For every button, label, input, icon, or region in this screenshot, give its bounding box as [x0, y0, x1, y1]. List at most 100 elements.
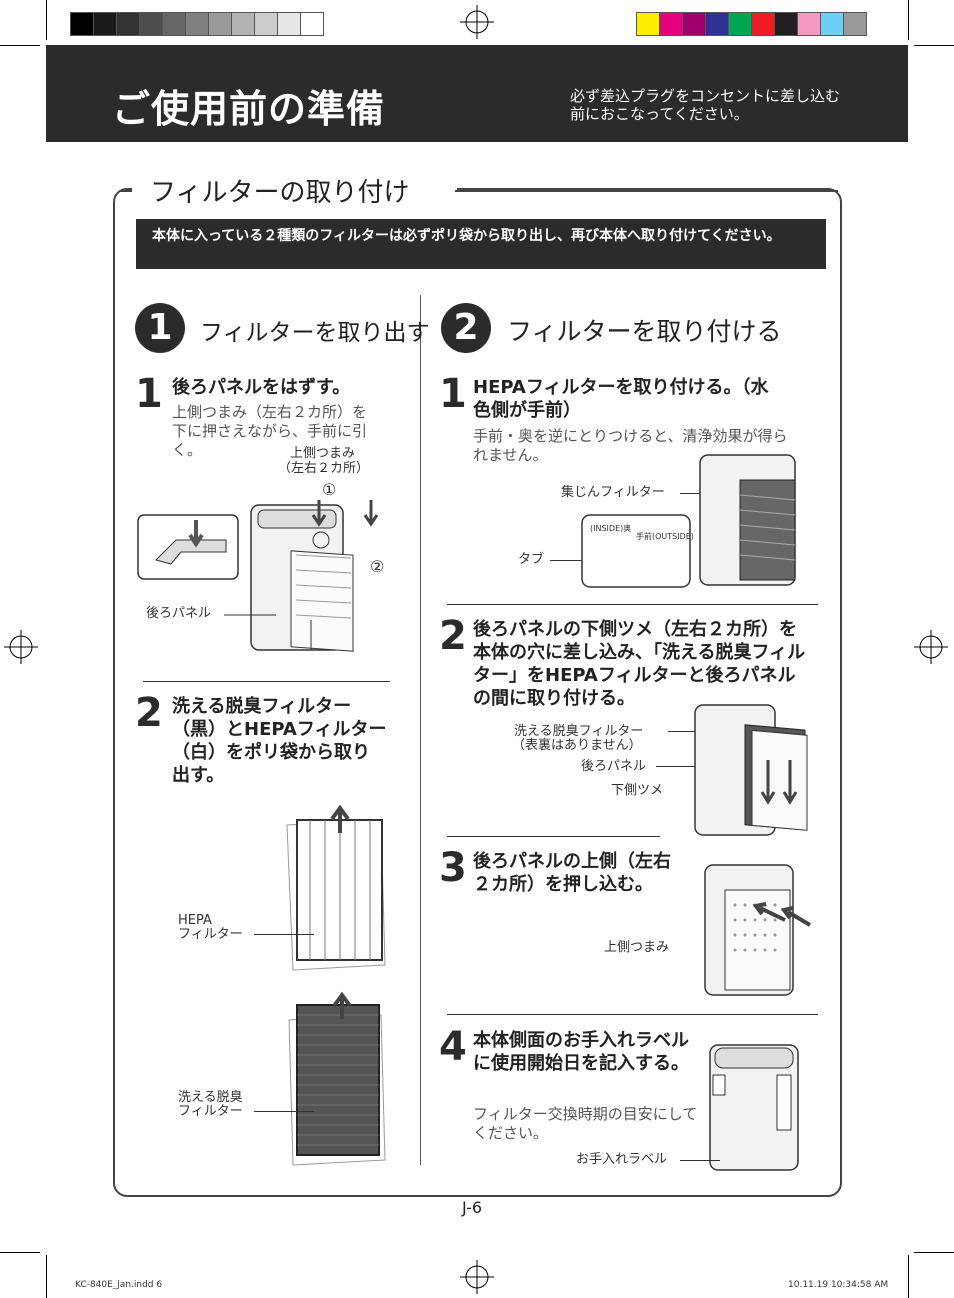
color-swatch [636, 12, 660, 36]
care-label-leader [680, 1160, 720, 1161]
deo-label-2: フィルター [178, 1104, 243, 1119]
tab-label: タブ [518, 552, 545, 567]
right-step-1-number: 1 [439, 371, 467, 417]
deo-label-1: 洗える脱臭 [178, 1090, 243, 1105]
color-swatch [254, 12, 278, 36]
deo-filter-label: 洗える脱臭フィルター [514, 724, 644, 739]
outside-label: 手前(OUTSIDE) [636, 532, 694, 541]
right-heading: フィルターを取り付ける [507, 317, 782, 346]
color-swatch [93, 12, 117, 36]
section-title-rule [120, 190, 132, 192]
hepa-filter-illustration [286, 804, 386, 971]
section-title-backdrop [132, 170, 457, 210]
color-swatch [208, 12, 232, 36]
color-swatch [185, 12, 209, 36]
rear-panel-label-2: 後ろパネル [581, 759, 647, 774]
color-swatch [705, 12, 729, 36]
step-badge-1: 1 [135, 303, 185, 353]
deo-filter-sublabel: （表裏はありません） [512, 738, 642, 753]
color-swatch [820, 12, 844, 36]
color-swatch [774, 12, 798, 36]
color-swatch [231, 12, 255, 36]
color-swatch [139, 12, 163, 36]
tab-leader [550, 560, 610, 561]
color-swatch [300, 12, 324, 36]
crop-mark [46, 0, 47, 40]
right-step-divider-1 [447, 604, 818, 605]
push-panel-illustration [704, 864, 812, 996]
color-swatch [728, 12, 752, 36]
notice-banner [136, 219, 826, 269]
color-swatch [797, 12, 821, 36]
top-tab-label: 上側つまみ [290, 446, 356, 461]
lower-claw-label: 下側ツメ [611, 783, 664, 798]
registration-mark [460, 5, 494, 39]
step-badge-2: 2 [441, 303, 491, 353]
hepa-leader [254, 934, 314, 935]
left-step-divider [143, 681, 390, 682]
right-step-1-text: 手前・奥を逆にとりつけると、清浄効果が得られません。 [473, 427, 788, 464]
hepa-label-2: フィルター [178, 927, 243, 942]
crop-mark [908, 1255, 909, 1298]
notice-banner-text: 本体に入っている２種類のフィルターは必ずポリ袋から取り出し、再び本体へ取り付けて… [152, 228, 781, 244]
right-step-3-number: 3 [439, 845, 467, 891]
color-swatch [682, 12, 706, 36]
crop-mark [0, 1252, 40, 1253]
left-step-2-title: 洗える脱臭フィルター（黒）とHEPAフィルター（白）をポリ袋から取り出す。 [172, 696, 387, 786]
registration-mark [914, 630, 948, 664]
color-swatch [751, 12, 775, 36]
deo-leader [254, 1111, 314, 1112]
care-label: お手入れラベル [576, 1152, 668, 1167]
footer-timestamp: 10.11.19 10:34:58 AM [788, 1280, 889, 1290]
right-step-3-title: 後ろパネルの上側（左右２カ所）を押し込む。 [473, 851, 671, 895]
top-tab-sublabel: （左右２カ所） [278, 461, 370, 476]
deodorizing-filter-illustration [288, 991, 386, 1166]
registration-mark [4, 630, 38, 664]
right-step-2-title: 後ろパネルの下側ツメ（左右２カ所）を本体の穴に差し込み、「洗える脱臭フィルター」… [473, 619, 806, 709]
left-step-1-title: 後ろパネルをはずす。 [172, 377, 351, 398]
section-title-rule [455, 190, 838, 192]
section-frame [113, 188, 842, 1197]
left-step-1-text: 上側つまみ（左右２カ所）を下に押さえながら、手前に引く。 [172, 403, 368, 459]
crop-mark [914, 45, 954, 46]
care-label-illustration [709, 1044, 799, 1171]
color-swatch [70, 12, 94, 36]
hepa-install-illustration [581, 454, 796, 588]
left-heading: フィルターを取り出す [200, 320, 430, 346]
page-title: ご使用前の準備 [112, 87, 386, 131]
page-number: J-6 [462, 1198, 483, 1217]
crop-mark [914, 1252, 954, 1253]
right-step-4-title: 本体側面のお手入れラベルに使用開始日を記入する。 [473, 1030, 689, 1074]
crop-mark [46, 1255, 47, 1298]
left-step-2-number: 2 [135, 690, 163, 736]
right-step-2-number: 2 [439, 613, 467, 659]
page-header [46, 45, 908, 142]
right-step-1-title: HEPAフィルターを取り付ける。（水色側が手前） [473, 377, 769, 421]
right-step-4-number: 4 [439, 1024, 467, 1070]
color-swatch [277, 12, 301, 36]
rear-panel-removal-illustration [137, 500, 379, 652]
marker-2: ② [370, 557, 385, 576]
color-swatch [659, 12, 683, 36]
column-divider [420, 295, 421, 1165]
rear-panel-label: 後ろパネル [146, 606, 212, 621]
section-title: フィルターの取り付け [150, 178, 410, 208]
color-swatch [162, 12, 186, 36]
footer-file: KC-840E_jan.indd 6 [75, 1280, 163, 1290]
marker-1: ① [322, 480, 337, 499]
color-swatch [116, 12, 140, 36]
crop-mark [0, 45, 40, 46]
right-step-4-text: フィルター交換時期の目安にしてください。 [473, 1105, 698, 1142]
registration-mark [460, 1260, 494, 1294]
right-step-divider-2 [447, 836, 660, 837]
right-step-divider-3 [447, 1014, 818, 1015]
dust-filter-label: 集じんフィルター [561, 485, 665, 500]
top-tab-label-2: 上側つまみ [604, 940, 670, 955]
hepa-label-1: HEPA [178, 913, 212, 928]
deo-install-illustration [694, 704, 808, 836]
crop-mark [908, 0, 909, 40]
left-step-1-number: 1 [135, 371, 163, 417]
inside-label: (INSIDE)奥 [590, 524, 632, 533]
header-note: 必ず差込プラグをコンセントに差し込む前におこなってください。 [570, 87, 841, 123]
color-swatch [843, 12, 867, 36]
